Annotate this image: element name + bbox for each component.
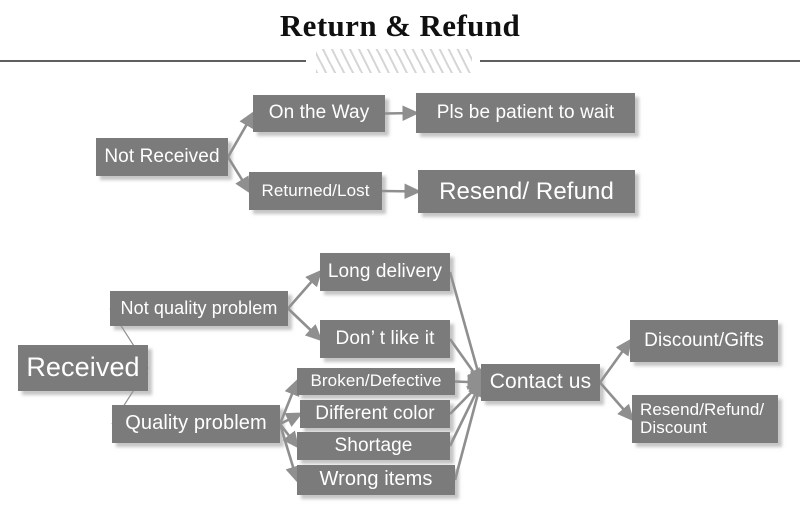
node-label: Shortage bbox=[334, 434, 413, 456]
node-not-quality-problem[interactable]: Not quality problem bbox=[110, 291, 288, 326]
node-label: Don’ t like it bbox=[335, 327, 435, 349]
node-resend-refund-discount[interactable]: Resend/Refund/ Discount bbox=[632, 395, 778, 443]
connector-quality-problem-to-broken-defective bbox=[278, 378, 300, 425]
connector-quality-problem-to-shortage bbox=[278, 423, 300, 449]
connector-wrong-items-to-contact-us bbox=[453, 379, 486, 481]
node-label: Different color bbox=[315, 402, 435, 424]
node-label: Pls be patient to wait bbox=[436, 101, 615, 123]
diagonal-hatch-divider-icon bbox=[316, 49, 472, 73]
connector-not-received-to-returned-lost bbox=[226, 156, 251, 194]
node-label: Not Received bbox=[104, 145, 220, 167]
connector-long-delivery-to-contact-us bbox=[448, 271, 485, 386]
node-label: Broken/Defective bbox=[310, 371, 442, 391]
connector-quality-problem-to-wrong-items bbox=[278, 423, 301, 484]
divider-rule-right bbox=[480, 60, 800, 62]
node-different-color[interactable]: Different color bbox=[300, 400, 450, 428]
node-label: Contact us bbox=[489, 370, 592, 394]
node-resend-refund[interactable]: Resend/ Refund bbox=[418, 170, 635, 213]
node-label: Returned/Lost bbox=[261, 180, 370, 200]
connector-not-quality-problem-to-dont-like-it bbox=[287, 307, 323, 342]
node-label: Resend/Refund/ Discount bbox=[640, 399, 765, 437]
node-on-the-way[interactable]: On the Way bbox=[253, 95, 385, 132]
node-label: Wrong items bbox=[319, 468, 433, 491]
node-dont-like-it[interactable]: Don’ t like it bbox=[320, 320, 450, 358]
node-long-delivery[interactable]: Long delivery bbox=[320, 253, 450, 291]
node-received[interactable]: Received bbox=[18, 345, 148, 391]
node-label: Quality problem bbox=[125, 412, 267, 435]
connector-contact-us-to-resend-refund-discount bbox=[599, 381, 635, 422]
node-not-received[interactable]: Not Received bbox=[96, 138, 228, 176]
divider-rule-left bbox=[0, 60, 306, 62]
node-shortage[interactable]: Shortage bbox=[297, 432, 450, 460]
node-quality-problem[interactable]: Quality problem bbox=[112, 405, 280, 443]
connector-quality-problem-to-different-color bbox=[279, 412, 304, 428]
connector-on-the-way-to-pls-be-patient bbox=[384, 105, 420, 122]
node-label: Long delivery bbox=[327, 260, 443, 282]
node-returned-lost[interactable]: Returned/Lost bbox=[249, 172, 382, 210]
node-pls-be-patient[interactable]: Pls be patient to wait bbox=[416, 93, 635, 133]
node-label: Resend/ Refund bbox=[439, 177, 614, 205]
node-discount-gifts[interactable]: Discount/Gifts bbox=[630, 320, 778, 362]
node-contact-us[interactable]: Contact us bbox=[481, 364, 600, 401]
node-label: Not quality problem bbox=[120, 297, 278, 318]
node-wrong-items[interactable]: Wrong items bbox=[297, 465, 455, 495]
page-title: Return & Refund bbox=[279, 8, 521, 43]
node-label: Received bbox=[26, 352, 140, 383]
connector-returned-lost-to-resend-refund bbox=[381, 183, 422, 200]
connector-contact-us-to-discount-gifts bbox=[598, 338, 632, 384]
node-label: On the Way bbox=[268, 102, 370, 124]
connector-broken-defective-to-contact-us bbox=[454, 374, 485, 390]
connector-not-received-to-on-the-way bbox=[226, 110, 255, 158]
node-broken-defective[interactable]: Broken/Defective bbox=[297, 368, 455, 395]
connector-not-quality-problem-to-long-delivery bbox=[287, 269, 323, 310]
node-label: Discount/Gifts bbox=[644, 329, 764, 351]
